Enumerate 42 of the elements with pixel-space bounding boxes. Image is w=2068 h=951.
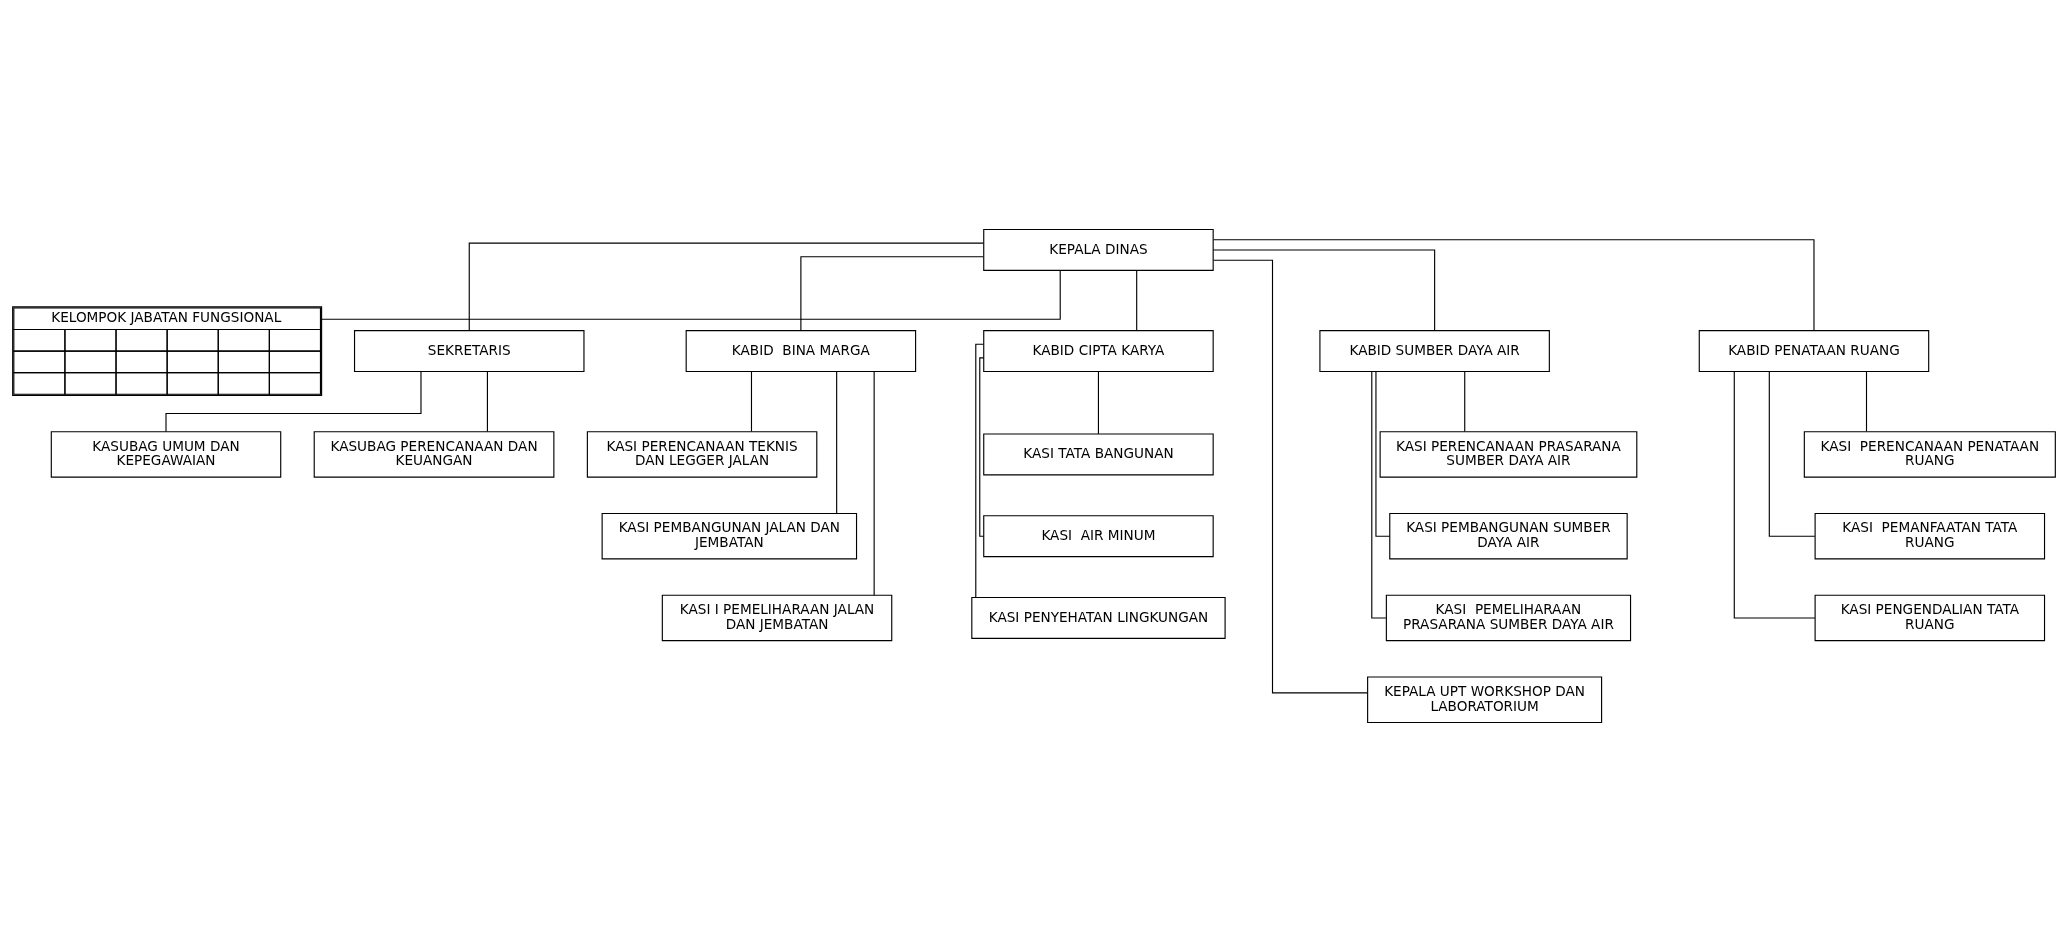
- node-box: KASI PEMELIHARAAN PRASARANA SUMBER DAYA AIR: [1385, 594, 1632, 641]
- connector: [975, 343, 985, 598]
- connector: [750, 370, 753, 432]
- connector: [1375, 370, 1391, 537]
- node-box: KABID PENATAAN RUANG: [1698, 329, 1930, 372]
- connector: [321, 269, 1061, 320]
- connector: [486, 370, 488, 432]
- connector: [1213, 259, 1368, 693]
- node-box: KASI PEMBANGUNAN SUMBER DAYA AIR: [1389, 512, 1628, 559]
- node-box: KASUBAG PERENCANAAN DAN KEUANGAN: [313, 430, 555, 478]
- connector: [873, 370, 875, 596]
- connector: [1136, 269, 1138, 331]
- connector: [1097, 370, 1099, 434]
- node-box: KASI PERENCANAAN PRASARANA SUMBER DAYA AIR: [1379, 430, 1638, 478]
- node-box: KEPALA UPT WORKSHOP DAN LABORATORIUM: [1367, 675, 1603, 723]
- node-box: KABID BINA MARGA: [685, 329, 917, 372]
- node-box: KABID SUMBER DAYA AIR: [1319, 329, 1550, 372]
- node-box: KASI PENGENDALIAN TATA RUANG: [1814, 594, 2046, 641]
- connector: [800, 255, 984, 331]
- node-box: KASI PEMBANGUNAN JALAN DAN JEMBATAN: [601, 512, 858, 559]
- node-box: KASI PERENCANAAN PENATAAN RUANG: [1803, 430, 2056, 478]
- connector: [1768, 370, 1816, 537]
- node-box: KEPALA DINAS: [983, 228, 1214, 271]
- connector: [979, 356, 985, 537]
- connector: [836, 370, 838, 514]
- node-box: KASI I PEMELIHARAAN JALAN DAN JEMBATAN: [661, 594, 893, 641]
- connector: [1733, 370, 1816, 619]
- connector: [468, 242, 984, 331]
- node-box: KASUBAG UMUM DAN KEPEGAWAIAN: [50, 430, 282, 478]
- node-box: KASI PERENCANAAN TEKNIS DAN LEGGER JALAN: [586, 430, 818, 478]
- node-box: KASI PEMANFAATAN TATA RUANG: [1814, 512, 2046, 559]
- node-box: SEKRETARIS: [353, 329, 585, 372]
- node-box: KASI TATA BANGUNAN: [983, 432, 1214, 475]
- node-box: KABID CIPTA KARYA: [983, 329, 1214, 372]
- node-box: KASI PENYEHATAN LINGKUNGAN: [971, 596, 1226, 639]
- connector: [165, 370, 422, 432]
- node-box: KASI AIR MINUM: [983, 514, 1214, 557]
- connector: [1865, 370, 1868, 432]
- connector: [1371, 370, 1387, 619]
- connector: [1212, 248, 1436, 331]
- connector: [1464, 370, 1466, 432]
- connector: [1212, 238, 1815, 331]
